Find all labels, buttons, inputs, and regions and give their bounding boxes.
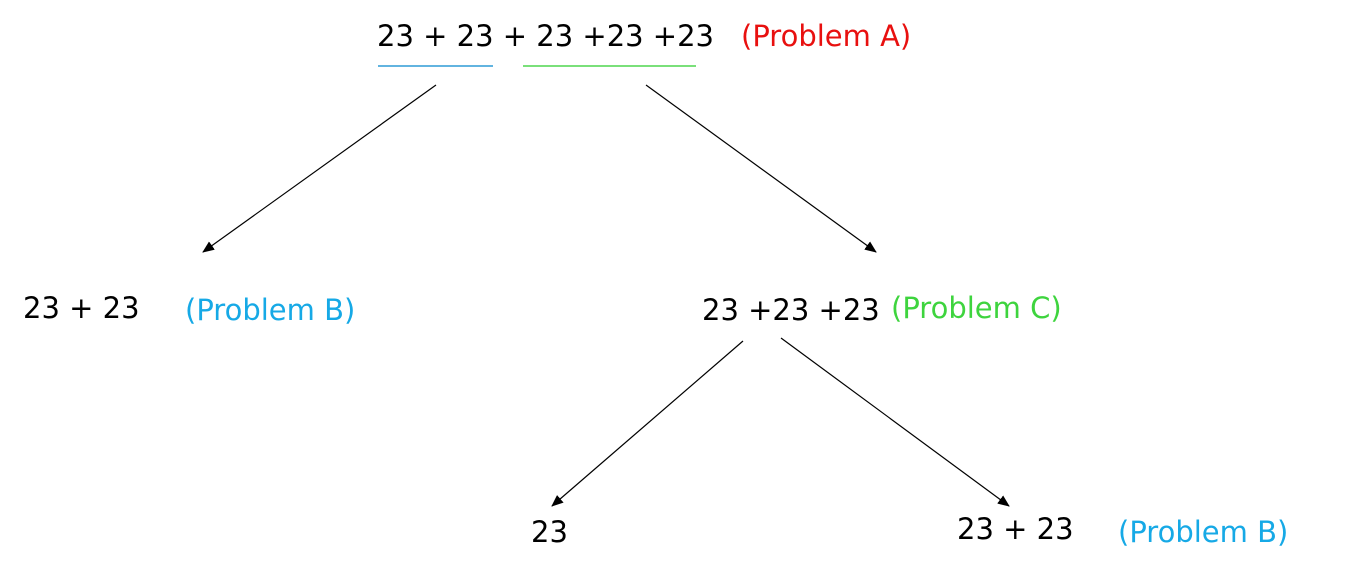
right-left-expression: 23 <box>531 515 568 549</box>
left-problem-label: (Problem B) <box>185 293 356 327</box>
right-problem-label: (Problem C) <box>891 291 1062 325</box>
root-expression: 23 + 23 + 23 +23 +23 <box>377 19 715 53</box>
arrow-right-to-right-right <box>780 337 1010 507</box>
arrow-root-to-right <box>645 84 877 253</box>
right-expression: 23 +23 +23 <box>702 293 880 327</box>
arrow-root-to-left <box>202 84 437 253</box>
right-right-expression: 23 + 23 <box>957 512 1074 546</box>
left-expression: 23 + 23 <box>23 291 140 325</box>
right-right-problem-label: (Problem B) <box>1118 515 1289 549</box>
arrow-right-to-right-left <box>551 340 744 507</box>
root-problem-label: (Problem A) <box>741 19 912 53</box>
